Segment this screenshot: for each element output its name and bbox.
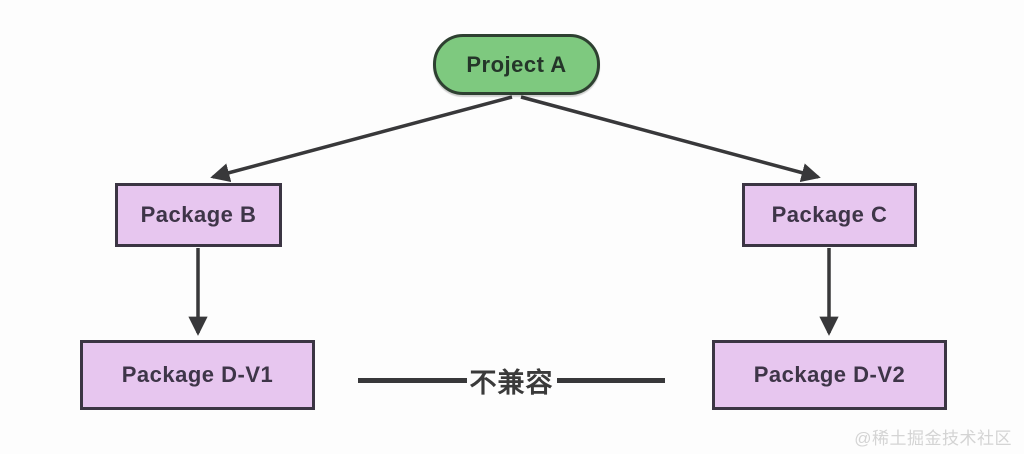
incompatibility-line-right	[556, 377, 665, 383]
node-project-a: Project A	[433, 34, 600, 95]
node-package-d-v2: Package D-V2	[712, 340, 947, 410]
node-package-c-label: Package C	[771, 202, 888, 227]
node-package-d-v1: Package D-V1	[80, 340, 315, 410]
node-package-c: Package C	[742, 183, 917, 247]
node-package-d-v1-label: Package D-V1	[121, 362, 274, 387]
watermark: @稀土掘金技术社区	[854, 429, 1012, 448]
node-project-a-label: Project A	[466, 51, 567, 77]
incompatibility-line-left	[358, 377, 467, 383]
incompatibility-connector: 不兼容	[358, 360, 665, 400]
node-package-d-v2-label: Package D-V2	[753, 362, 906, 387]
node-package-b-label: Package B	[140, 202, 257, 227]
incompatibility-label: 不兼容	[469, 367, 554, 398]
node-package-b: Package B	[115, 183, 282, 247]
edge-project-a-to-package-b	[210, 95, 513, 183]
edge-project-a-to-package-c	[520, 95, 821, 183]
